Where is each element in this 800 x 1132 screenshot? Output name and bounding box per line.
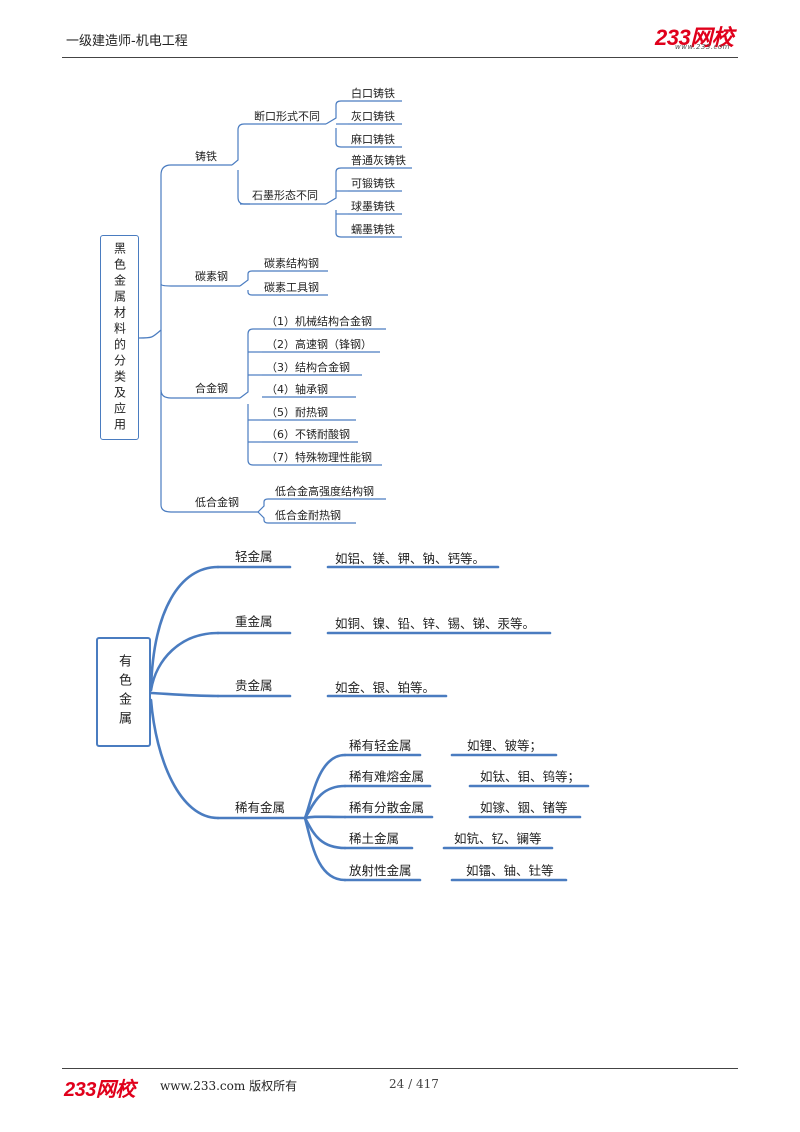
example-rare-refractory-metal: 如钛、钼、钨等； [480,769,581,784]
leaf-vermicular-iron: 蠕墨铸铁 [351,223,395,236]
branch-low-alloy-steel: 低合金钢 [195,496,239,509]
branch-rare-metal: 稀有金属 [235,800,286,815]
nonferrous-root-node: 有色金属 [96,637,151,747]
document-title: 一级建造师-机电工程 [66,34,188,49]
leaf-low-alloy-heat-steel: 低合金耐热钢 [275,509,341,522]
sub-rare-refractory-metal: 稀有难熔金属 [349,769,425,784]
brand-logo: 233网校 [655,25,734,50]
leaf-carbon-structural-steel: 碳素结构钢 [264,257,319,270]
leaf-carbon-tool-steel: 碳素工具钢 [264,281,319,294]
sub-rare-light-metal: 稀有轻金属 [349,738,412,753]
leaf-gray-cast-iron: 灰口铸铁 [351,110,395,123]
branch-heavy-metal: 重金属 [235,614,273,629]
leaf-white-cast-iron: 白口铸铁 [351,87,395,100]
example-light-metal: 如铝、镁、钾、钠、钙等。 [335,551,486,566]
leaf-alloy-4: （4）轴承钢 [266,383,328,396]
footer-divider [62,1068,738,1069]
ferrous-root-node: 黑色金属材料的分类及应用 [100,235,139,440]
branch-carbon-steel: 碳素钢 [195,270,228,283]
example-radioactive-metal: 如镭、铀、钍等 [466,863,554,878]
example-rare-earth-metal: 如钪、钇、镧等 [454,831,542,846]
page-number: 24 / 417 [389,1077,439,1091]
branch-light-metal: 轻金属 [235,549,273,564]
leaf-alloy-6: （6）不锈耐酸钢 [266,428,350,441]
sub-radioactive-metal: 放射性金属 [349,863,412,878]
sub-rare-earth-metal: 稀土金属 [349,831,400,846]
brand-logo-url: www.233.com [675,43,730,51]
sub-fracture-form: 断口形式不同 [254,110,320,123]
leaf-malleable-iron: 可锻铸铁 [351,177,395,190]
example-precious-metal: 如金、银、铂等。 [335,680,436,695]
branch-precious-metal: 贵金属 [235,678,273,693]
example-rare-light-metal: 如锂、铍等； [467,738,543,753]
leaf-alloy-2: （2）高速钢（锋钢） [266,338,372,351]
footer-copyright: www.233.com 版权所有 [160,1079,298,1093]
leaf-hsla-steel: 低合金高强度结构钢 [275,485,374,498]
sub-graphite-form: 石墨形态不同 [252,189,318,202]
leaf-mottled-cast-iron: 麻口铸铁 [351,133,395,146]
leaf-alloy-5: （5）耐热钢 [266,406,328,419]
leaf-alloy-7: （7）特殊物理性能钢 [266,451,372,464]
branch-alloy-steel: 合金钢 [195,382,228,395]
leaf-alloy-3: （3）结构合金钢 [266,361,350,374]
leaf-ductile-iron: 球墨铸铁 [351,200,395,213]
sub-rare-dispersed-metal: 稀有分散金属 [349,800,425,815]
header-divider [62,57,738,58]
example-rare-dispersed-metal: 如镓、铟、锗等 [480,800,568,815]
footer-brand-logo: 233网校 [64,1079,135,1101]
branch-cast-iron: 铸铁 [195,150,217,163]
leaf-alloy-1: （1）机械结构合金钢 [266,315,372,328]
example-heavy-metal: 如铜、镍、铅、锌、锡、锑、汞等。 [335,616,536,631]
leaf-common-gray-iron: 普通灰铸铁 [351,154,406,167]
